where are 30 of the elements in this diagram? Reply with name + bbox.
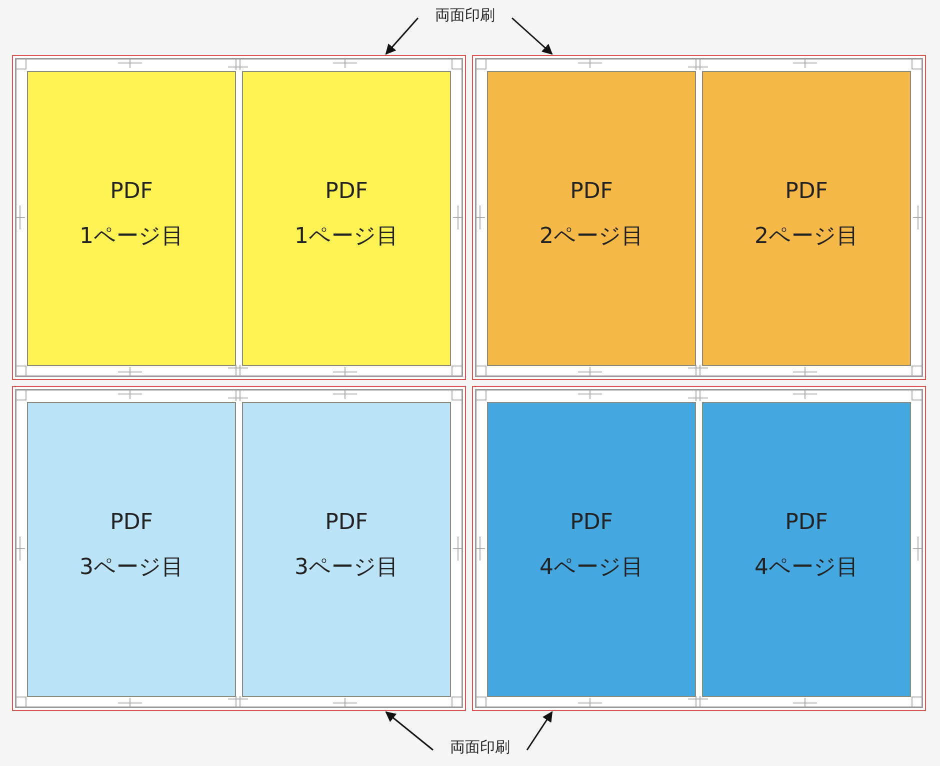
page-label: PDF xyxy=(570,508,613,536)
caption-text: 両面印刷 xyxy=(435,738,525,757)
page-label: 2ページ目 xyxy=(754,222,858,250)
page-label: 2ページ目 xyxy=(540,222,644,250)
page-panel xyxy=(702,71,911,366)
caption-text: 両面印刷 xyxy=(420,6,510,25)
page-label: 4ページ目 xyxy=(540,554,644,582)
page-label: 3ページ目 xyxy=(294,554,398,582)
page-label: PDF xyxy=(325,508,368,536)
page-panel xyxy=(702,402,911,697)
page-label: PDF xyxy=(785,178,828,206)
page-label: 1ページ目 xyxy=(80,222,184,250)
page-label: PDF xyxy=(325,178,368,206)
page-panel xyxy=(27,402,236,697)
page-panel xyxy=(242,71,451,366)
page-panel xyxy=(27,71,236,366)
page-label: 3ページ目 xyxy=(80,554,184,582)
arrow xyxy=(526,711,553,750)
arrow xyxy=(512,17,553,55)
page-panel xyxy=(242,402,451,697)
page-label: 4ページ目 xyxy=(754,554,858,582)
page-panel xyxy=(487,402,696,697)
arrow xyxy=(385,711,434,751)
page-panel xyxy=(487,71,696,366)
arrow xyxy=(385,18,419,55)
page-label: PDF xyxy=(110,178,153,206)
page-label: PDF xyxy=(570,178,613,206)
page-label: 1ページ目 xyxy=(294,222,398,250)
page-label: PDF xyxy=(785,508,828,536)
page-label: PDF xyxy=(110,508,153,536)
